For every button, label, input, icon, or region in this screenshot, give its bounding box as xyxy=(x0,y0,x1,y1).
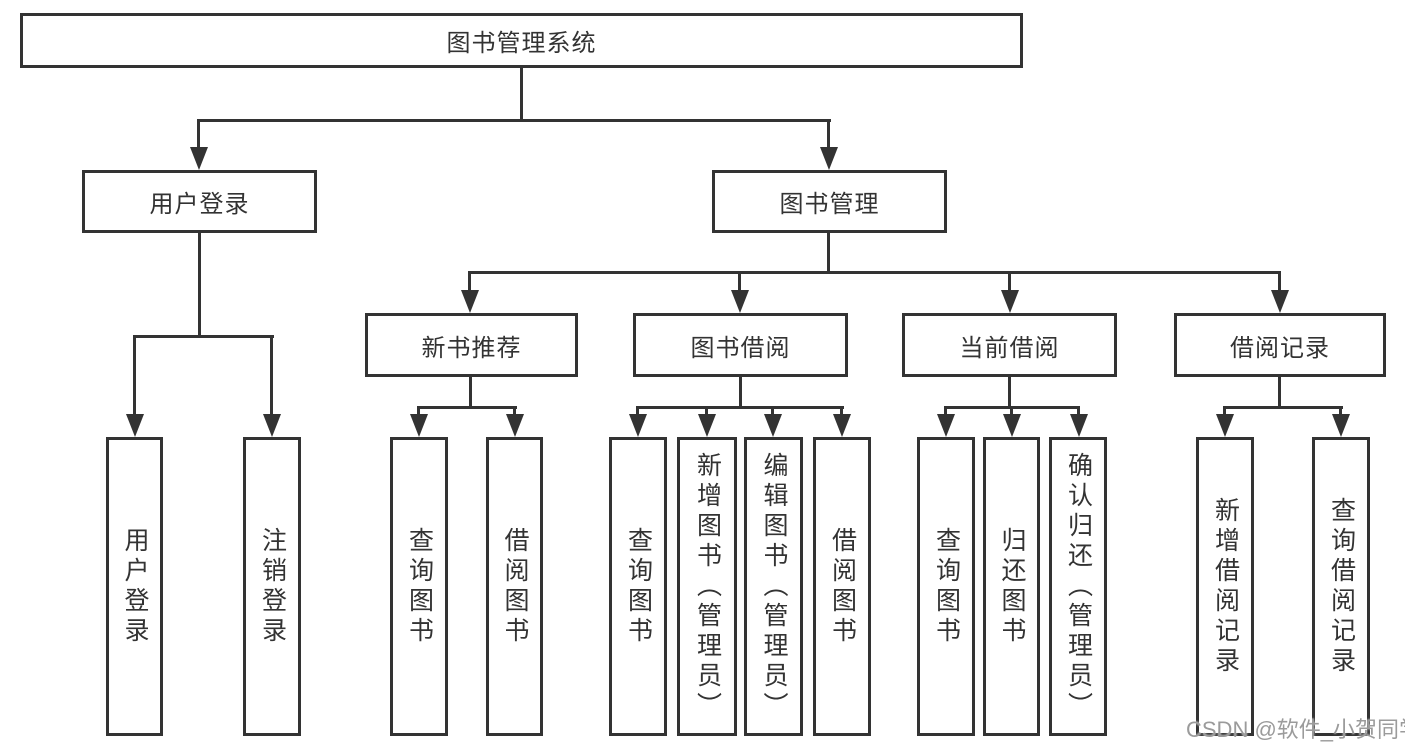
leaf-bb-edit-books-admin-label: 编辑图书（管理员） xyxy=(760,451,788,722)
connector-drop-cb-return xyxy=(1010,406,1013,416)
leaf-user-login: 用户登录 xyxy=(106,437,163,736)
connector-drop-cb-query xyxy=(944,406,947,416)
leaf-cb-return-books-label: 归还图书 xyxy=(998,526,1026,647)
node-book-management: 图书管理 xyxy=(712,170,947,233)
arrow-to-cb-confirm xyxy=(1070,414,1088,437)
arrow-to-book-management xyxy=(820,147,838,170)
node-new-book-recommend-label: 新书推荐 xyxy=(421,334,522,362)
connector-drop-bb-borrow xyxy=(840,406,843,416)
arrow-to-new-book-recommend xyxy=(461,290,479,313)
connector-drop-br-query xyxy=(1339,406,1342,416)
node-current-borrow-label: 当前借阅 xyxy=(959,334,1060,362)
node-root-label: 图书管理系统 xyxy=(446,30,597,57)
arrow-to-book-borrow xyxy=(731,290,749,313)
connector-drop-leaf-user-login xyxy=(133,335,136,415)
node-current-borrow: 当前借阅 xyxy=(902,313,1117,377)
connector-drop-book-management xyxy=(827,119,830,150)
connector-book-management-stem xyxy=(827,233,830,274)
node-book-borrow-label: 图书借阅 xyxy=(690,334,791,362)
leaf-nb-query-books-label: 查询图书 xyxy=(405,526,434,647)
connector-drop-bb-query xyxy=(636,406,639,416)
leaf-nb-query-books: 查询图书 xyxy=(390,437,448,736)
leaf-user-login-label: 用户登录 xyxy=(121,526,149,647)
arrow-to-leaf-logout xyxy=(263,414,281,437)
arrow-to-leaf-user-login xyxy=(126,414,144,437)
connector-new-book-split xyxy=(418,406,517,409)
connector-user-login-stem xyxy=(198,233,201,338)
leaf-br-add-record-label: 新增借阅记录 xyxy=(1211,496,1240,677)
leaf-logout-label: 注销登录 xyxy=(258,526,287,647)
leaf-bb-add-books-admin-label: 新增图书（管理员） xyxy=(693,451,722,722)
leaf-cb-confirm-return-admin-label: 确认归还（管理员） xyxy=(1064,451,1093,722)
connector-current-borrow-stem xyxy=(1008,377,1011,409)
leaf-br-add-record: 新增借阅记录 xyxy=(1196,437,1254,736)
connector-drop-book-borrow xyxy=(738,271,741,292)
arrow-to-borrow-records xyxy=(1271,290,1289,313)
node-root: 图书管理系统 xyxy=(20,13,1023,68)
leaf-nb-borrow-books: 借阅图书 xyxy=(486,437,543,736)
arrow-to-cb-return xyxy=(1003,414,1021,437)
connector-drop-leaf-logout xyxy=(270,335,273,415)
leaf-cb-query-books-label: 查询图书 xyxy=(932,526,961,647)
node-borrow-records: 借阅记录 xyxy=(1174,313,1386,377)
connector-new-book-stem xyxy=(469,377,472,409)
connector-drop-new-book-recommend xyxy=(468,271,471,292)
leaf-cb-query-books: 查询图书 xyxy=(917,437,975,736)
arrow-to-bb-borrow xyxy=(833,414,851,437)
connector-borrow-records-stem xyxy=(1278,377,1281,409)
node-user-login: 用户登录 xyxy=(82,170,317,233)
connector-borrow-records-split xyxy=(1224,406,1343,409)
node-book-borrow: 图书借阅 xyxy=(633,313,848,377)
arrow-to-bb-query xyxy=(629,414,647,437)
leaf-logout: 注销登录 xyxy=(243,437,301,736)
leaf-cb-confirm-return-admin: 确认归还（管理员） xyxy=(1049,437,1107,736)
connector-drop-bb-edit xyxy=(771,406,774,416)
connector-book-management-split xyxy=(469,271,1281,274)
connector-user-login-split xyxy=(134,335,274,338)
connector-drop-nb-borrow xyxy=(513,406,516,416)
csdn-watermark: CSDN @软件_小贺同学 xyxy=(1186,717,1405,742)
leaf-br-query-record: 查询借阅记录 xyxy=(1312,437,1370,736)
connector-book-borrow-stem xyxy=(739,377,742,409)
leaf-bb-edit-books-admin: 编辑图书（管理员） xyxy=(744,437,803,736)
arrow-to-current-borrow xyxy=(1001,290,1019,313)
connector-drop-cb-confirm xyxy=(1077,406,1080,416)
arrow-to-user-login xyxy=(190,147,208,170)
arrow-to-nb-borrow xyxy=(506,414,524,437)
arrow-to-br-query xyxy=(1332,414,1350,437)
connector-root-split xyxy=(198,119,831,122)
connector-drop-current-borrow xyxy=(1008,271,1011,292)
arrow-to-nb-query xyxy=(410,414,428,437)
connector-book-borrow-split xyxy=(636,406,844,409)
leaf-cb-return-books: 归还图书 xyxy=(983,437,1040,736)
arrow-to-bb-edit xyxy=(764,414,782,437)
node-borrow-records-label: 借阅记录 xyxy=(1230,334,1330,362)
leaf-bb-query-books: 查询图书 xyxy=(609,437,667,736)
arrow-to-cb-query xyxy=(937,414,955,437)
leaf-bb-borrow-books-label: 借阅图书 xyxy=(828,526,857,647)
node-user-login-label: 用户登录 xyxy=(149,191,250,218)
leaf-bb-query-books-label: 查询图书 xyxy=(624,526,653,647)
connector-drop-user-login xyxy=(197,119,200,150)
leaf-br-query-record-label: 查询借阅记录 xyxy=(1327,496,1356,677)
leaf-nb-borrow-books-label: 借阅图书 xyxy=(501,526,529,647)
node-book-management-label: 图书管理 xyxy=(779,191,880,218)
connector-drop-br-add xyxy=(1223,406,1226,416)
leaf-bb-add-books-admin: 新增图书（管理员） xyxy=(677,437,737,736)
leaf-bb-borrow-books: 借阅图书 xyxy=(813,437,871,736)
connector-drop-borrow-records xyxy=(1278,271,1281,292)
connector-drop-bb-add xyxy=(705,406,708,416)
arrow-to-bb-add xyxy=(698,414,716,437)
arrow-to-br-add xyxy=(1216,414,1234,437)
connector-root-stem xyxy=(520,68,523,120)
connector-drop-nb-query xyxy=(417,406,420,416)
node-new-book-recommend: 新书推荐 xyxy=(365,313,578,377)
